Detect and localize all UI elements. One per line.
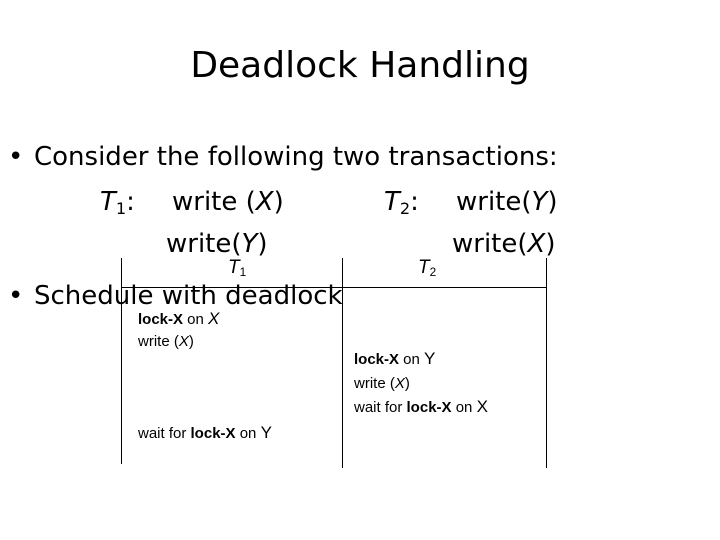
t2-op1-var: Y [531,187,548,217]
t2-wait-on: on [451,399,477,416]
t2-letter: T [384,187,400,217]
t2-label: T2: [384,186,419,218]
t1-wait-on: on [235,425,261,442]
t1-write-close: ) [188,333,194,350]
schedule-header-rule [121,287,546,288]
t2-lock-on: on [399,351,425,368]
t1-op2-text: write( [166,229,242,259]
t1-op1-text: write ( [172,187,256,217]
schedule-middle-rule [342,258,343,468]
t2-step-wait: wait for lock-X on X [354,397,488,417]
t1-op-write-x: write (X) [172,186,284,218]
t2-op1-text: write( [456,187,532,217]
t2-write-op: write ( [354,375,395,392]
t1-wait-pre: wait for [138,425,191,442]
bullet-schedule: Schedule with deadlock [34,281,343,311]
t2-write-var: X [394,375,405,392]
bullet-dot-2: • [8,281,24,311]
t2-op2-text: write( [452,229,528,259]
t1-colon: : [126,187,135,217]
t2-lock-keyword: lock-X [354,351,400,368]
t1-header-letter: T [228,257,240,278]
t1-op2-var: Y [241,229,258,259]
bullet-dot-1: • [8,142,24,172]
schedule-header-t1: T1 [228,256,246,280]
t1-step-lock-x: lock-X on X [138,309,219,329]
t1-lock-on: on [183,311,209,328]
t2-lock-var: Y [424,349,436,368]
t2-wait-var: X [476,397,488,416]
t2-subscript: 2 [399,199,411,219]
t2-colon: : [410,187,419,217]
t2-op-write-y: write(Y) [456,186,558,218]
bullet-consider: Consider the following two transactions: [34,142,558,172]
t2-wait-pre: wait for [354,399,407,416]
t1-label: T1: [100,186,135,218]
t2-op2-close: ) [545,229,556,259]
t1-write-op: write ( [138,333,179,350]
t1-wait-keyword: lock-X [190,425,236,442]
t2-wait-keyword: lock-X [406,399,452,416]
t2-op2-var: X [527,229,546,259]
t1-subscript: 1 [115,199,127,219]
t2-op-write-x: write(X) [452,228,555,260]
t1-op1-var: X [255,187,274,217]
t2-op1-close: ) [547,187,558,217]
t2-header-letter: T [418,257,430,278]
t1-wait-var: Y [260,423,272,442]
t1-step-wait: wait for lock-X on Y [138,423,272,443]
t1-step-write-x: write (X) [138,332,194,351]
schedule-header-t2: T2 [418,256,436,280]
t1-letter: T [100,187,116,217]
t1-op2-close: ) [257,229,268,259]
t1-op-write-y: write(Y) [166,228,268,260]
t2-step-write-x: write (X) [354,374,410,393]
slide-title: Deadlock Handling [190,45,530,86]
t2-write-close: ) [404,375,410,392]
t2-step-lock-y: lock-X on Y [354,349,435,369]
t1-write-var: X [178,333,189,350]
t1-op1-close: ) [273,187,284,217]
schedule-left-rule [121,258,122,464]
t2-header-sub: 2 [429,265,437,279]
t1-lock-var: X [208,309,220,328]
t1-lock-keyword: lock-X [138,311,184,328]
t1-header-sub: 1 [239,265,247,279]
schedule-right-rule [546,258,547,468]
